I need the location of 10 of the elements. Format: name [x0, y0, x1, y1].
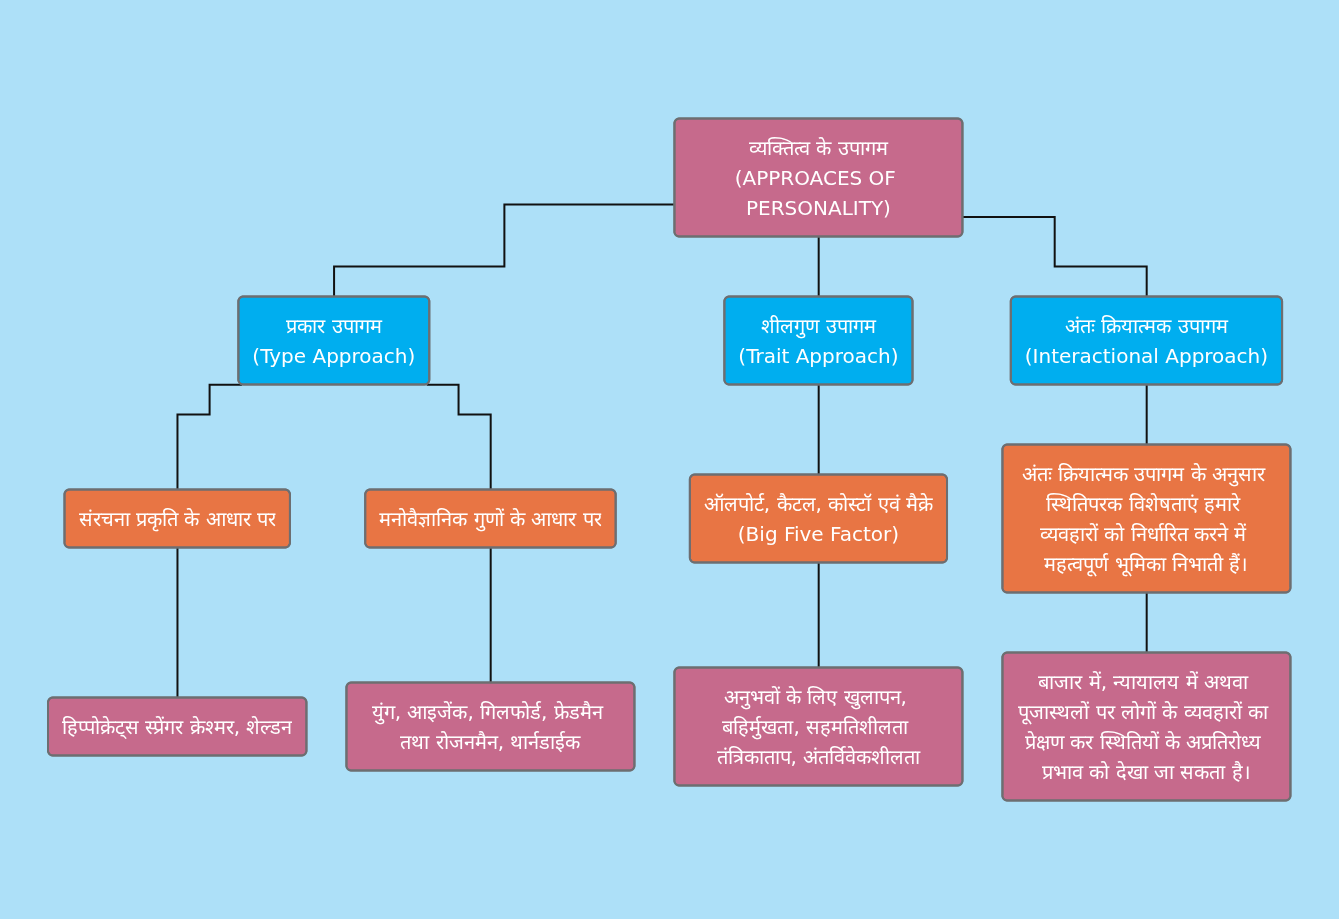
connector [176, 383, 244, 491]
connector [962, 216, 1149, 298]
connector [817, 384, 821, 476]
connector [176, 547, 179, 699]
connector [817, 236, 821, 298]
connector [1145, 592, 1149, 654]
connector [817, 562, 821, 669]
connector [1145, 384, 1149, 446]
connector [425, 383, 493, 491]
connector [489, 547, 493, 684]
